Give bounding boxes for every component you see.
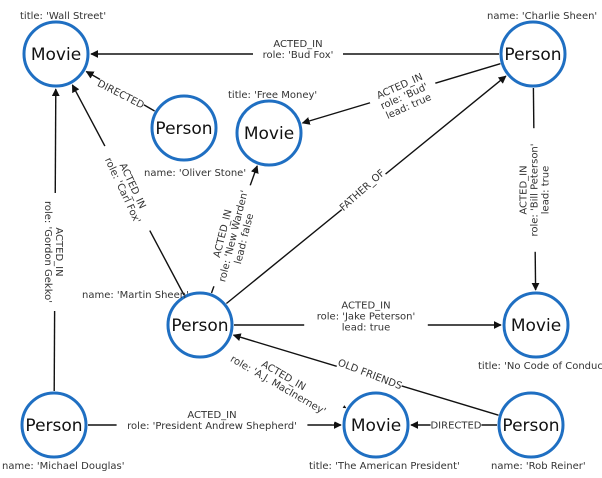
- node-type-label: Movie: [511, 316, 561, 336]
- node-circle[interactable]: [22, 20, 90, 88]
- edge-label-background: [116, 407, 308, 433]
- relationship-property-label: lead: true: [342, 323, 390, 334]
- relationship-type-label: ACTED_IN: [519, 165, 530, 214]
- relationship-type-label: ACTED_IN: [341, 301, 390, 312]
- edge-label-background: [95, 76, 147, 112]
- node-michael[interactable]: Person name: 'Michael Douglas': [2, 391, 125, 472]
- relationship-property-label: lead: true: [541, 166, 552, 214]
- node-property-label: name: 'Charlie Sheen': [487, 11, 597, 22]
- node-type-label: Movie: [244, 124, 294, 144]
- node-circle[interactable]: [342, 391, 410, 459]
- node-oliver[interactable]: Person name: 'Oliver Stone': [144, 94, 246, 179]
- node-charlie[interactable]: Person name: 'Charlie Sheen': [487, 11, 597, 88]
- node-property-label: name: 'Rob Reiner': [491, 461, 586, 472]
- node-property-label: title: 'The American President': [309, 461, 460, 472]
- edge-label-rob-to-american_president: DIRECTED: [430, 418, 482, 432]
- relationship-type-label: ACTED_IN: [53, 227, 64, 276]
- relationship-property-label: role: 'President Andrew Shepherd': [127, 421, 297, 432]
- nodes-layer: Movie title: 'Wall Street' Person name: 'Ch…: [2, 11, 602, 472]
- node-property-label: title: 'Wall Street': [20, 11, 106, 22]
- relationship-type-label: ACTED_IN: [187, 410, 236, 421]
- node-circle[interactable]: [20, 391, 88, 459]
- edge-label-background: [430, 418, 482, 432]
- node-type-label: Person: [25, 416, 82, 436]
- edge-label-background: [516, 128, 552, 252]
- node-property-label: name: 'Oliver Stone': [144, 168, 246, 179]
- node-type-label: Person: [155, 119, 212, 139]
- node-circle[interactable]: [235, 99, 303, 167]
- relationship-property-label: role: 'Bud Fox': [263, 50, 334, 61]
- edge-label-background: [216, 335, 346, 425]
- node-american_president[interactable]: Movie title: 'The American President': [309, 391, 460, 472]
- node-martin[interactable]: Person name: 'Martin Sheen': [82, 290, 234, 359]
- node-circle[interactable]: [497, 391, 565, 459]
- relationship-type-label: OLD FRIENDS: [336, 358, 403, 393]
- relationship-property-label: role: 'Bill Peterson': [530, 143, 541, 236]
- node-free_money[interactable]: Movie title: 'Free Money': [228, 90, 317, 167]
- node-type-label: Movie: [351, 416, 401, 436]
- relationship-type-label: DIRECTED: [430, 421, 481, 432]
- node-type-label: Person: [504, 45, 561, 65]
- node-circle[interactable]: [166, 291, 234, 359]
- relationship-type-label: ACTED_IN: [273, 39, 322, 50]
- relationship-property-label: role: 'Gordon Gekko': [42, 201, 53, 303]
- node-no_code[interactable]: Movie title: 'No Code of Conduct': [478, 291, 602, 372]
- edge-label-background: [365, 65, 443, 127]
- relationship-type-label: FATHER_OF: [338, 168, 387, 214]
- edge-label-rob-to-martin: OLD FRIENDS: [335, 355, 405, 393]
- node-circle[interactable]: [150, 94, 218, 162]
- node-type-label: Movie: [31, 45, 81, 65]
- node-type-label: Person: [502, 416, 559, 436]
- relationship-type-label: DIRECTED: [95, 78, 146, 111]
- node-type-label: Person: [171, 316, 228, 336]
- node-wall_street[interactable]: Movie title: 'Wall Street': [20, 11, 106, 88]
- relationship-property-label: role: 'Jake Peterson': [317, 312, 416, 323]
- edge-label-background: [41, 193, 67, 311]
- edge-label-martin-to-charlie: FATHER_OF: [336, 165, 388, 215]
- node-circle[interactable]: [502, 291, 570, 359]
- edge-label-background: [336, 165, 388, 215]
- node-property-label: title: 'No Code of Conduct': [478, 361, 602, 372]
- edge-label-oliver-to-wall_street: DIRECTED: [95, 76, 147, 112]
- node-circle[interactable]: [499, 20, 567, 88]
- edges-layer: [51, 50, 540, 429]
- edge-label-background: [202, 179, 264, 293]
- edge-label-background: [304, 298, 428, 334]
- node-property-label: title: 'Free Money': [228, 90, 317, 101]
- edge-label-background: [335, 355, 405, 393]
- edge-label-background: [253, 36, 343, 62]
- node-property-label: name: 'Martin Sheen': [82, 290, 189, 301]
- node-property-label: name: 'Michael Douglas': [2, 461, 125, 472]
- node-rob[interactable]: Person name: 'Rob Reiner': [491, 391, 586, 472]
- edge-label-background: [96, 139, 160, 237]
